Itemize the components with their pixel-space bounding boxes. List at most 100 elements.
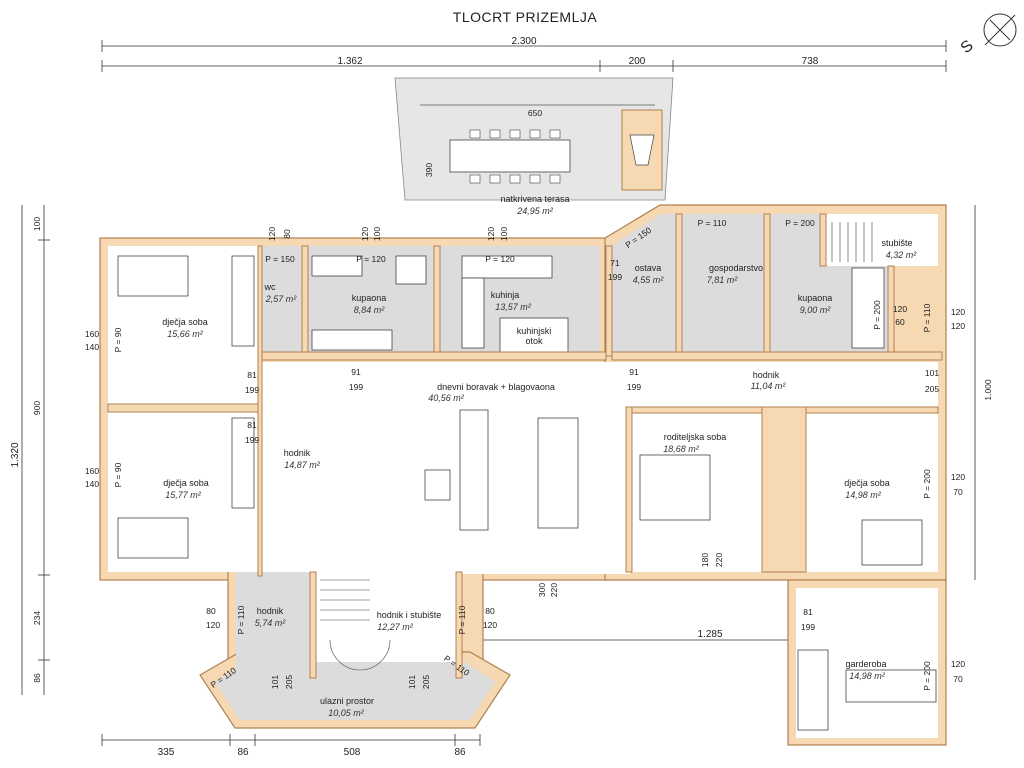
room-kuhinja-name: kuhinja xyxy=(491,290,520,300)
opening-120-d: 120 xyxy=(951,659,965,669)
opening-120-b: 120 xyxy=(951,321,965,331)
opening-120-f: 120 xyxy=(206,620,220,630)
room-hodnik-3-name: hodnik xyxy=(257,606,284,616)
opening-81-c: 81 xyxy=(247,420,257,430)
opening-91-a: 91 xyxy=(351,367,361,377)
window-djecja-3: P = 200 xyxy=(922,469,932,499)
room-terasa-name: natkrivena terasa xyxy=(500,194,569,204)
terrace-table xyxy=(449,139,571,173)
room-wc-name: wc xyxy=(264,282,276,292)
dim-bottom-1: 335 xyxy=(158,747,175,758)
room-boravak-name: dnevni boravak + blagovaona xyxy=(437,382,555,392)
room-djecja-3-area: 14,98 m² xyxy=(845,490,882,500)
dim-bottom-4: 86 xyxy=(454,747,466,758)
room-garderoba-area: 14,98 m² xyxy=(849,671,886,681)
window-stubiste: P = 110 xyxy=(922,303,932,332)
dim-total-depth: 1.320 xyxy=(10,442,21,467)
opening-205-a: 205 xyxy=(925,384,939,394)
room-djecja-1-name: dječja soba xyxy=(162,317,208,327)
opening-199-e: 199 xyxy=(627,382,641,392)
opening-70-a: 70 xyxy=(953,487,963,497)
opening-80-c: 80 xyxy=(282,229,292,239)
dim-total-width: 2.300 xyxy=(511,36,536,47)
island-line-2: otok xyxy=(525,336,543,346)
terrace-width: 650 xyxy=(528,108,542,118)
room-hodnik-1-name: hodnik xyxy=(753,370,780,380)
opening-199-a: 199 xyxy=(801,622,815,632)
room-roditeljska-name: roditeljska soba xyxy=(664,432,727,442)
window-hodnik-stubiste: P = 110 xyxy=(457,605,467,634)
room-ostava-name: ostava xyxy=(635,263,662,273)
window-gospodarstvo: P = 110 xyxy=(698,218,727,228)
terrace-depth: 390 xyxy=(424,163,434,177)
room-terasa-area: 24,95 m² xyxy=(516,206,554,216)
room-stubiste-name: stubište xyxy=(881,238,912,248)
interior-walls xyxy=(107,213,943,679)
room-boravak-area: 40,56 m² xyxy=(428,393,465,403)
opening-80-a: 80 xyxy=(206,606,216,616)
room-kupaona-2-name: kupaona xyxy=(798,293,833,303)
opening-220-a: 220 xyxy=(549,583,559,597)
compass-label: S xyxy=(958,37,977,57)
room-hodnik-2-name: hodnik xyxy=(284,448,311,458)
right-dimension: 1.000 xyxy=(974,205,993,580)
compass-icon: S xyxy=(958,13,1017,57)
plan-title: TLOCRT PRIZEMLJA xyxy=(453,9,598,25)
furniture: kuhinjski otok xyxy=(117,222,937,731)
opening-120-g: 120 xyxy=(483,620,497,630)
window-kupaona-1: P = 120 xyxy=(356,254,386,264)
dim-segment-1: 1.362 xyxy=(337,56,362,67)
room-hodnik-3-area: 5,74 m² xyxy=(255,618,287,628)
opening-81-b: 81 xyxy=(247,370,257,380)
dim-segment-3: 738 xyxy=(802,56,819,67)
opening-81-a: 81 xyxy=(803,607,813,617)
opening-120-i: 120 xyxy=(360,227,370,241)
opening-71-a: 71 xyxy=(610,258,620,268)
room-gospodarstvo-name: gospodarstvo xyxy=(709,263,763,273)
opening-199-b: 199 xyxy=(245,385,259,395)
opening-300: 300 xyxy=(537,583,547,597)
opening-160-a: 160 xyxy=(85,329,99,339)
opening-80-b: 80 xyxy=(485,606,495,616)
room-kupaona-1-area: 8,84 m² xyxy=(354,305,386,315)
dim-left-4: 86 xyxy=(32,673,42,683)
room-roditeljska-area: 18,68 m² xyxy=(663,444,700,454)
window-kupaona-2: P = 200 xyxy=(785,218,815,228)
bottom-dimensions: 335 86 508 86 1.285 xyxy=(101,629,940,758)
opening-100-a: 100 xyxy=(372,227,382,241)
opening-labels: P = 150 P = 120 P = 120 P = 150 P = 110 … xyxy=(85,218,965,691)
opening-220-b: 220 xyxy=(714,553,724,567)
opening-199-d: 199 xyxy=(349,382,363,392)
room-hodnik-1-area: 11,04 m² xyxy=(751,381,787,391)
opening-120-j: 120 xyxy=(486,227,496,241)
opening-120-e: 120 xyxy=(893,304,907,314)
opening-180: 180 xyxy=(700,553,710,567)
opening-101-b: 101 xyxy=(270,675,280,689)
opening-160-b: 160 xyxy=(85,466,99,476)
terrace: 650 390 natkrivena terasa 24,95 m² xyxy=(394,77,674,216)
room-hodnik-2-area: 14,87 m² xyxy=(284,460,321,470)
opening-140-b: 140 xyxy=(85,479,99,489)
room-kupaona-1-name: kupaona xyxy=(352,293,387,303)
island-line-1: kuhinjski xyxy=(517,326,552,336)
dim-right-total: 1.000 xyxy=(983,379,993,401)
opening-205-b: 205 xyxy=(284,675,294,689)
room-garderoba-name: garderoba xyxy=(845,659,886,669)
room-ulaz-name: ulazni prostor xyxy=(320,696,374,706)
room-labels: dječja soba 15,66 m² wc 2,57 m² kupaona … xyxy=(162,238,917,718)
opening-101-c: 101 xyxy=(407,675,417,689)
opening-140-a: 140 xyxy=(85,342,99,352)
dim-left-2: 900 xyxy=(32,401,42,415)
room-djecja-3-name: dječja soba xyxy=(844,478,890,488)
room-wc-area: 2,57 m² xyxy=(265,294,298,304)
opening-60: 60 xyxy=(895,317,905,327)
opening-120-h: 120 xyxy=(267,227,277,241)
window-djecja-2: P = 90 xyxy=(113,462,123,487)
opening-199-c: 199 xyxy=(245,435,259,445)
dim-bottom-3: 508 xyxy=(344,747,361,758)
opening-101-a: 101 xyxy=(925,368,939,378)
dim-inner: 1.285 xyxy=(697,629,722,640)
dim-segment-2: 200 xyxy=(629,56,646,67)
opening-91-b: 91 xyxy=(629,367,639,377)
